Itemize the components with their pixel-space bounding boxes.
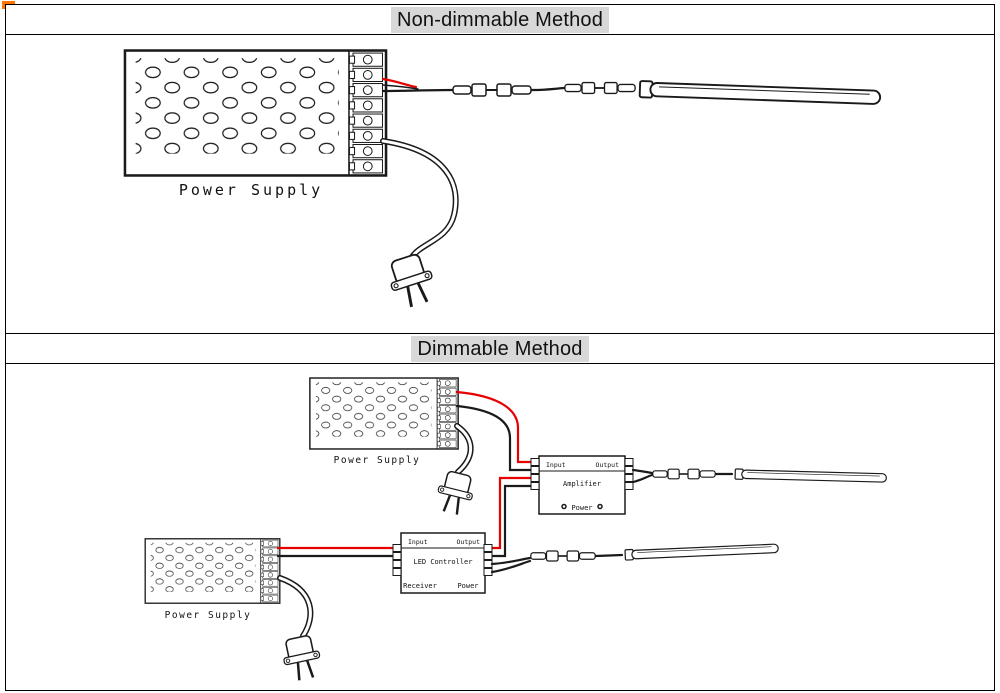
ac-cord-2-inner <box>455 424 473 474</box>
amplifier-power-dot-2 <box>597 503 603 510</box>
power-supply-2-label: Power Supply <box>334 455 421 466</box>
power-supply-1-label: Power Supply <box>179 181 323 199</box>
ac-cord-1-inner <box>381 139 458 259</box>
amplifier-terminals <box>530 458 634 490</box>
wire-black-amp-out-1 <box>631 468 654 475</box>
corner-crop-mark <box>2 1 15 9</box>
wire-black-amp-out-2 <box>631 473 654 484</box>
non-dimmable-title-row: Non-dimmable Method <box>6 5 994 35</box>
wire-black-output <box>381 88 454 93</box>
power-supply-1 <box>123 49 388 177</box>
wire-black-supply2-to-amplifier <box>455 404 533 472</box>
controller-power-label: Power <box>457 582 478 590</box>
cable-connector-4 <box>529 550 597 562</box>
cable-segment-3 <box>594 553 624 558</box>
power-supply-2 <box>309 377 459 450</box>
power-supply-3 <box>144 538 281 604</box>
ac-cord-3-inner <box>278 576 312 638</box>
wire-black-controller-to-amplifier <box>490 484 533 558</box>
wire-red-controller-to-amplifier <box>490 476 533 550</box>
controller-receiver-label: Receiver <box>403 582 437 590</box>
led-controller: Input Output LED Controller Receiver Pow… <box>392 532 493 594</box>
cable-connector-2 <box>564 81 636 95</box>
ac-plug-1 <box>382 249 441 313</box>
controller-input-label: Input <box>408 538 428 546</box>
controller-name-label: LED Controller <box>413 558 472 566</box>
wire-black-output-2 <box>382 84 419 90</box>
amplifier-input-label: Input <box>546 461 566 469</box>
dimmable-title: Dimmable Method <box>411 335 589 362</box>
cable-connector-3 <box>651 468 717 480</box>
amplifier-name-label: Amplifier <box>563 480 601 488</box>
ac-plug-3 <box>278 632 326 684</box>
ac-plug-2 <box>432 468 479 519</box>
diagram-frame: Non-dimmable Method Power Supply <box>5 4 995 691</box>
cable-segment <box>530 86 566 92</box>
wire-black-ctrl-out-1 <box>490 556 532 566</box>
power-supply-3-label: Power Supply <box>165 610 252 621</box>
amplifier-output-label: Output <box>596 461 620 469</box>
amplifier-power-label: Power <box>571 504 592 512</box>
dimmable-title-row: Dimmable Method <box>6 334 994 364</box>
led-tube-2 <box>734 468 888 484</box>
amplifier-power-dot-1 <box>561 503 567 510</box>
section-dimmable: Dimmable Method Power Supply Input <box>6 334 994 690</box>
non-dimmable-title: Non-dimmable Method <box>390 6 610 33</box>
amplifier: Input Output Amplifier Power <box>530 455 634 515</box>
dimmable-diagram: Power Supply Input Output Amplifier Powe… <box>144 377 888 684</box>
non-dimmable-diagram: Power Supply <box>123 49 882 313</box>
ac-cord-1 <box>380 138 459 260</box>
wire-red-supply2-to-amplifier <box>455 390 533 464</box>
cable-connector-1 <box>452 83 532 97</box>
led-tube-3 <box>624 542 780 562</box>
led-tube-1 <box>638 80 882 107</box>
wire-red-output <box>381 77 418 89</box>
section-non-dimmable: Non-dimmable Method Power Supply <box>6 5 994 334</box>
controller-output-label: Output <box>457 538 481 546</box>
wire-black-ctrl-out-2 <box>490 559 532 574</box>
controller-terminals <box>392 544 493 576</box>
